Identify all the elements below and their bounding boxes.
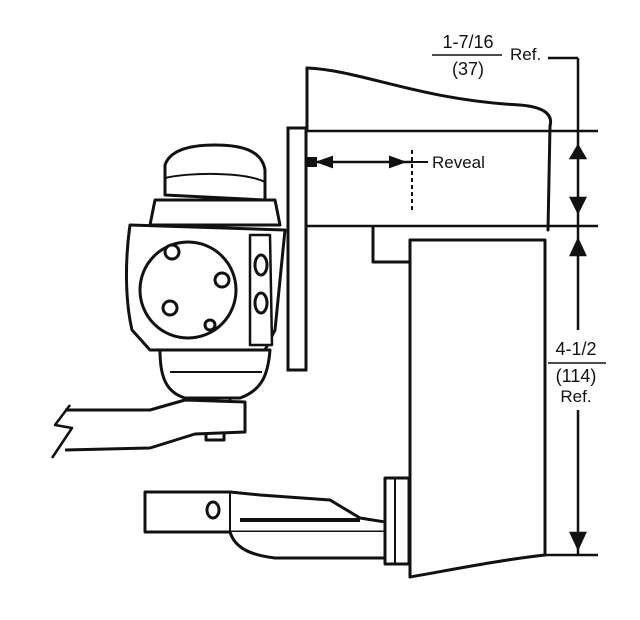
mounting-plate [286,126,308,372]
side-dimension-arrows [569,226,587,555]
reveal-label: Reveal [432,153,485,172]
side-dimension-metric: (114) [556,366,597,386]
side-dimension-ref: Ref. [560,387,591,406]
reference-lines [306,56,598,557]
lower-arm [143,476,411,566]
top-dimension-metric: (37) [452,59,484,79]
closer-body [124,143,287,442]
door-frame [305,66,553,579]
side-dimension-label: 4-1/2 (114) Ref. [548,339,606,406]
top-dimension-label: 1-7/16 (37) Ref. [432,32,541,79]
side-dimension-fraction: 4-1/2 [555,339,596,359]
top-dimension-fraction: 1-7/16 [442,32,493,52]
top-dimension-arrows [568,131,588,226]
reveal-dimension [305,150,428,210]
top-dimension-ref: Ref. [510,45,541,64]
upper-arm [50,398,247,459]
